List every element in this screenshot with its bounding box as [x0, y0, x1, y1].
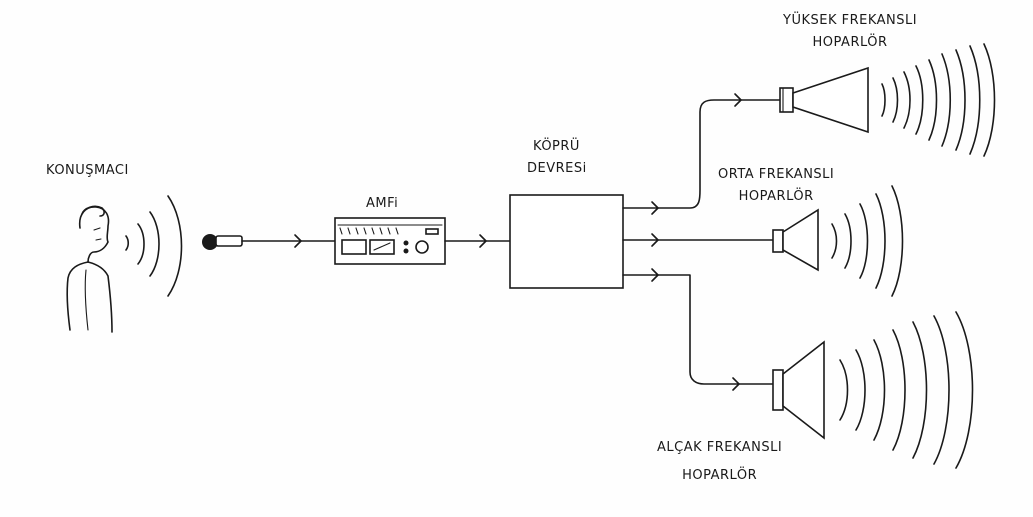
low-frequency-speaker-label: ALÇAK FREKANSLI HOPARLÖR: [657, 437, 782, 487]
speaker-person-figure: [67, 206, 112, 332]
microphone-icon: [202, 234, 242, 250]
mid-frequency-label-line2: HOPARLÖR: [718, 186, 834, 208]
high-frequency-sound-waves: [882, 44, 995, 156]
high-frequency-speaker-label: YÜKSEK FREKANSLI HOPARLÖR: [783, 10, 917, 54]
high-frequency-label-line2: HOPARLÖR: [783, 32, 917, 54]
mid-frequency-label-line1: ORTA FREKANSLI: [718, 164, 834, 186]
low-frequency-label-line2: HOPARLÖR: [657, 465, 782, 487]
high-frequency-speaker-icon: [780, 68, 868, 132]
speaker-sound-waves: [126, 196, 182, 296]
amplifier-device: [335, 218, 445, 264]
bridge-circuit-label-line1: KÖPRÜ: [527, 136, 587, 158]
bridge-circuit-box: [510, 195, 623, 288]
high-frequency-label-line1: YÜKSEK FREKANSLI: [783, 10, 917, 32]
mid-frequency-sound-waves: [832, 186, 903, 296]
bridge-circuit-label-line2: DEVRESi: [527, 158, 587, 180]
speaker-label: KONUŞMACI: [46, 160, 129, 182]
amp-to-bridge-wire: [445, 235, 510, 247]
bridge-output-wires: [623, 94, 780, 390]
bridge-circuit-label: KÖPRÜ DEVRESi: [527, 136, 587, 180]
mid-frequency-speaker-label: ORTA FREKANSLI HOPARLÖR: [718, 164, 834, 208]
low-frequency-speaker-icon: [773, 342, 824, 438]
low-frequency-label-line1: ALÇAK FREKANSLI: [657, 437, 782, 459]
mic-to-amp-wire: [242, 235, 335, 247]
amplifier-label: AMFi: [366, 193, 398, 215]
mid-frequency-speaker-icon: [773, 210, 818, 270]
low-frequency-sound-waves: [840, 312, 973, 468]
